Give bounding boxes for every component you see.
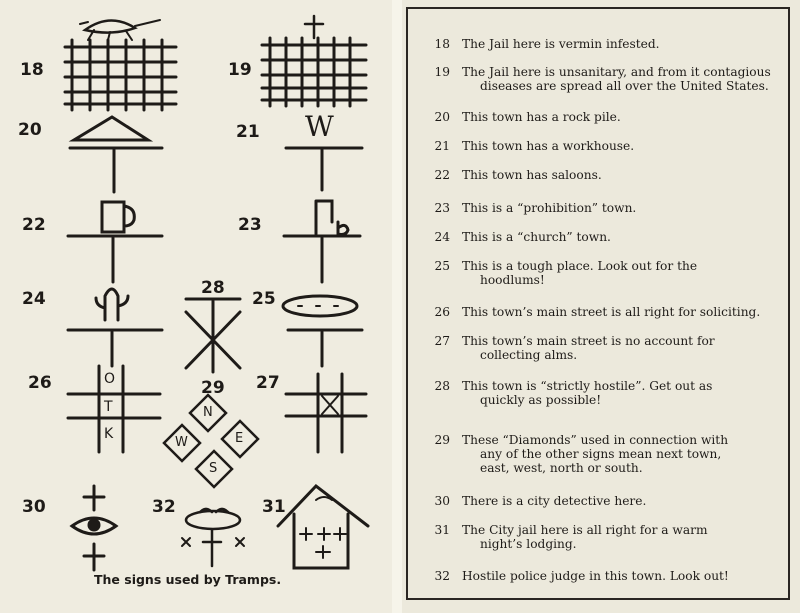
sign-21-w	[284, 146, 364, 192]
sign-number: 32	[152, 497, 176, 517]
sign-28-x	[184, 297, 242, 374]
page-gutter	[392, 0, 402, 613]
sign-31-house	[276, 483, 370, 570]
legend-text-line: night’s lodging.	[480, 537, 577, 551]
sign-number: 22	[22, 215, 46, 235]
signs-illustration-panel: 18 19 20 21 22 23 24 25 26 27 28 29 30 3…	[0, 0, 392, 613]
legend-number: 22	[434, 168, 450, 182]
legend-text-line: The City jail here is all right for a wa…	[462, 523, 708, 537]
letter-o: O	[104, 371, 116, 387]
sign-number: 28	[201, 278, 225, 298]
legend-text-line: any of the other signs mean next town,	[480, 447, 722, 461]
sign-number: 23	[238, 215, 262, 235]
legend-number: 19	[434, 65, 450, 79]
legend-text: The Jail here is unsanitary, and from it…	[462, 65, 784, 93]
sign-26-otk-grid	[66, 364, 162, 454]
legend-text: Hostile police judge in this town. Look …	[462, 569, 729, 583]
legend-text-line: The Jail here is unsanitary, and from it…	[462, 65, 771, 79]
legend-text: There is a city detective here.	[462, 494, 647, 508]
legend-number: 23	[434, 201, 450, 215]
legend-number: 21	[434, 139, 450, 153]
legend-text-line: This town is “strictly hostile”. Get out…	[462, 379, 713, 393]
signs-drawing	[63, 14, 370, 572]
legend-number: 26	[434, 305, 450, 319]
legend-text-line: east, west, north or south.	[480, 461, 643, 475]
sign-number: 25	[252, 289, 276, 309]
legend-text: This town’s main street is all right for…	[462, 305, 761, 319]
sign-18-grid-with-bug	[63, 19, 178, 112]
legend-text: This is a “prohibition” town.	[462, 201, 637, 215]
legend-text: This town has a rock pile.	[462, 110, 621, 124]
sign-number: 29	[201, 378, 225, 398]
sign-number: 26	[28, 373, 52, 393]
sign-32-judge	[181, 507, 245, 568]
legend-number: 18	[434, 37, 450, 51]
sign-30-eye	[69, 484, 119, 572]
sign-number: 30	[22, 497, 46, 517]
legend-text-line: hoodlums!	[480, 273, 545, 287]
letter-south: S	[209, 461, 218, 476]
sign-19-grid-with-cross	[260, 14, 368, 108]
sign-number: 27	[256, 373, 280, 393]
legend-text: The Jail here is vermin infested.	[462, 37, 660, 51]
sign-24-cactus	[66, 287, 164, 368]
sign-number: 19	[228, 60, 252, 80]
figure-caption: The signs used by Tramps.	[94, 572, 282, 587]
letter-north: N	[203, 405, 213, 420]
legend-text: These “Diamonds” used in connection with…	[462, 433, 784, 475]
legend-number: 27	[434, 334, 450, 348]
legend-text: This town has saloons.	[462, 168, 602, 182]
letter-w: W	[305, 110, 334, 143]
legend-text: This is a “church” town.	[462, 230, 611, 244]
signs-legend-panel: 18 The Jail here is vermin infested. 19 …	[402, 0, 800, 613]
legend-text: This town has a workhouse.	[462, 139, 635, 153]
legend-number: 31	[434, 523, 450, 537]
letter-k: K	[104, 426, 114, 442]
legend-number: 28	[434, 379, 450, 393]
sign-25-oval	[281, 294, 364, 368]
legend-number: 20	[434, 110, 450, 124]
legend-number: 29	[434, 433, 450, 447]
letter-t: T	[104, 399, 113, 415]
legend-text-line: collecting alms.	[480, 348, 578, 362]
sign-number: 21	[236, 122, 260, 142]
legend-text: This town’s main street is no account fo…	[462, 334, 784, 362]
sign-number: 31	[262, 497, 286, 517]
letter-west: W	[175, 435, 188, 450]
legend-number: 30	[434, 494, 450, 508]
legend-frame: 18 The Jail here is vermin infested. 19 …	[406, 7, 790, 600]
sign-23-box	[282, 199, 362, 284]
legend-number: 25	[434, 259, 450, 273]
legend-text: The City jail here is all right for a wa…	[462, 523, 784, 551]
sign-number: 20	[18, 120, 42, 140]
sign-29-diamonds	[162, 393, 260, 489]
legend-text-line: quickly as possible!	[480, 393, 602, 407]
sign-20-triangle	[68, 115, 164, 194]
legend-number: 24	[434, 230, 450, 244]
letter-east: E	[235, 431, 244, 446]
legend-number: 32	[434, 569, 450, 583]
sign-27-cross-grid	[284, 372, 368, 454]
sign-number: 24	[22, 289, 46, 309]
legend-text-line: diseases are spread all over the United …	[480, 79, 769, 93]
sign-number: 18	[20, 60, 44, 80]
legend-text-line: This town’s main street is no account fo…	[462, 334, 715, 348]
legend-text-line: These “Diamonds” used in connection with	[462, 433, 729, 447]
legend-text: This town is “strictly hostile”. Get out…	[462, 379, 784, 407]
sign-22-mug	[66, 200, 164, 284]
legend-text-line: This is a tough place. Look out for the	[462, 259, 698, 273]
